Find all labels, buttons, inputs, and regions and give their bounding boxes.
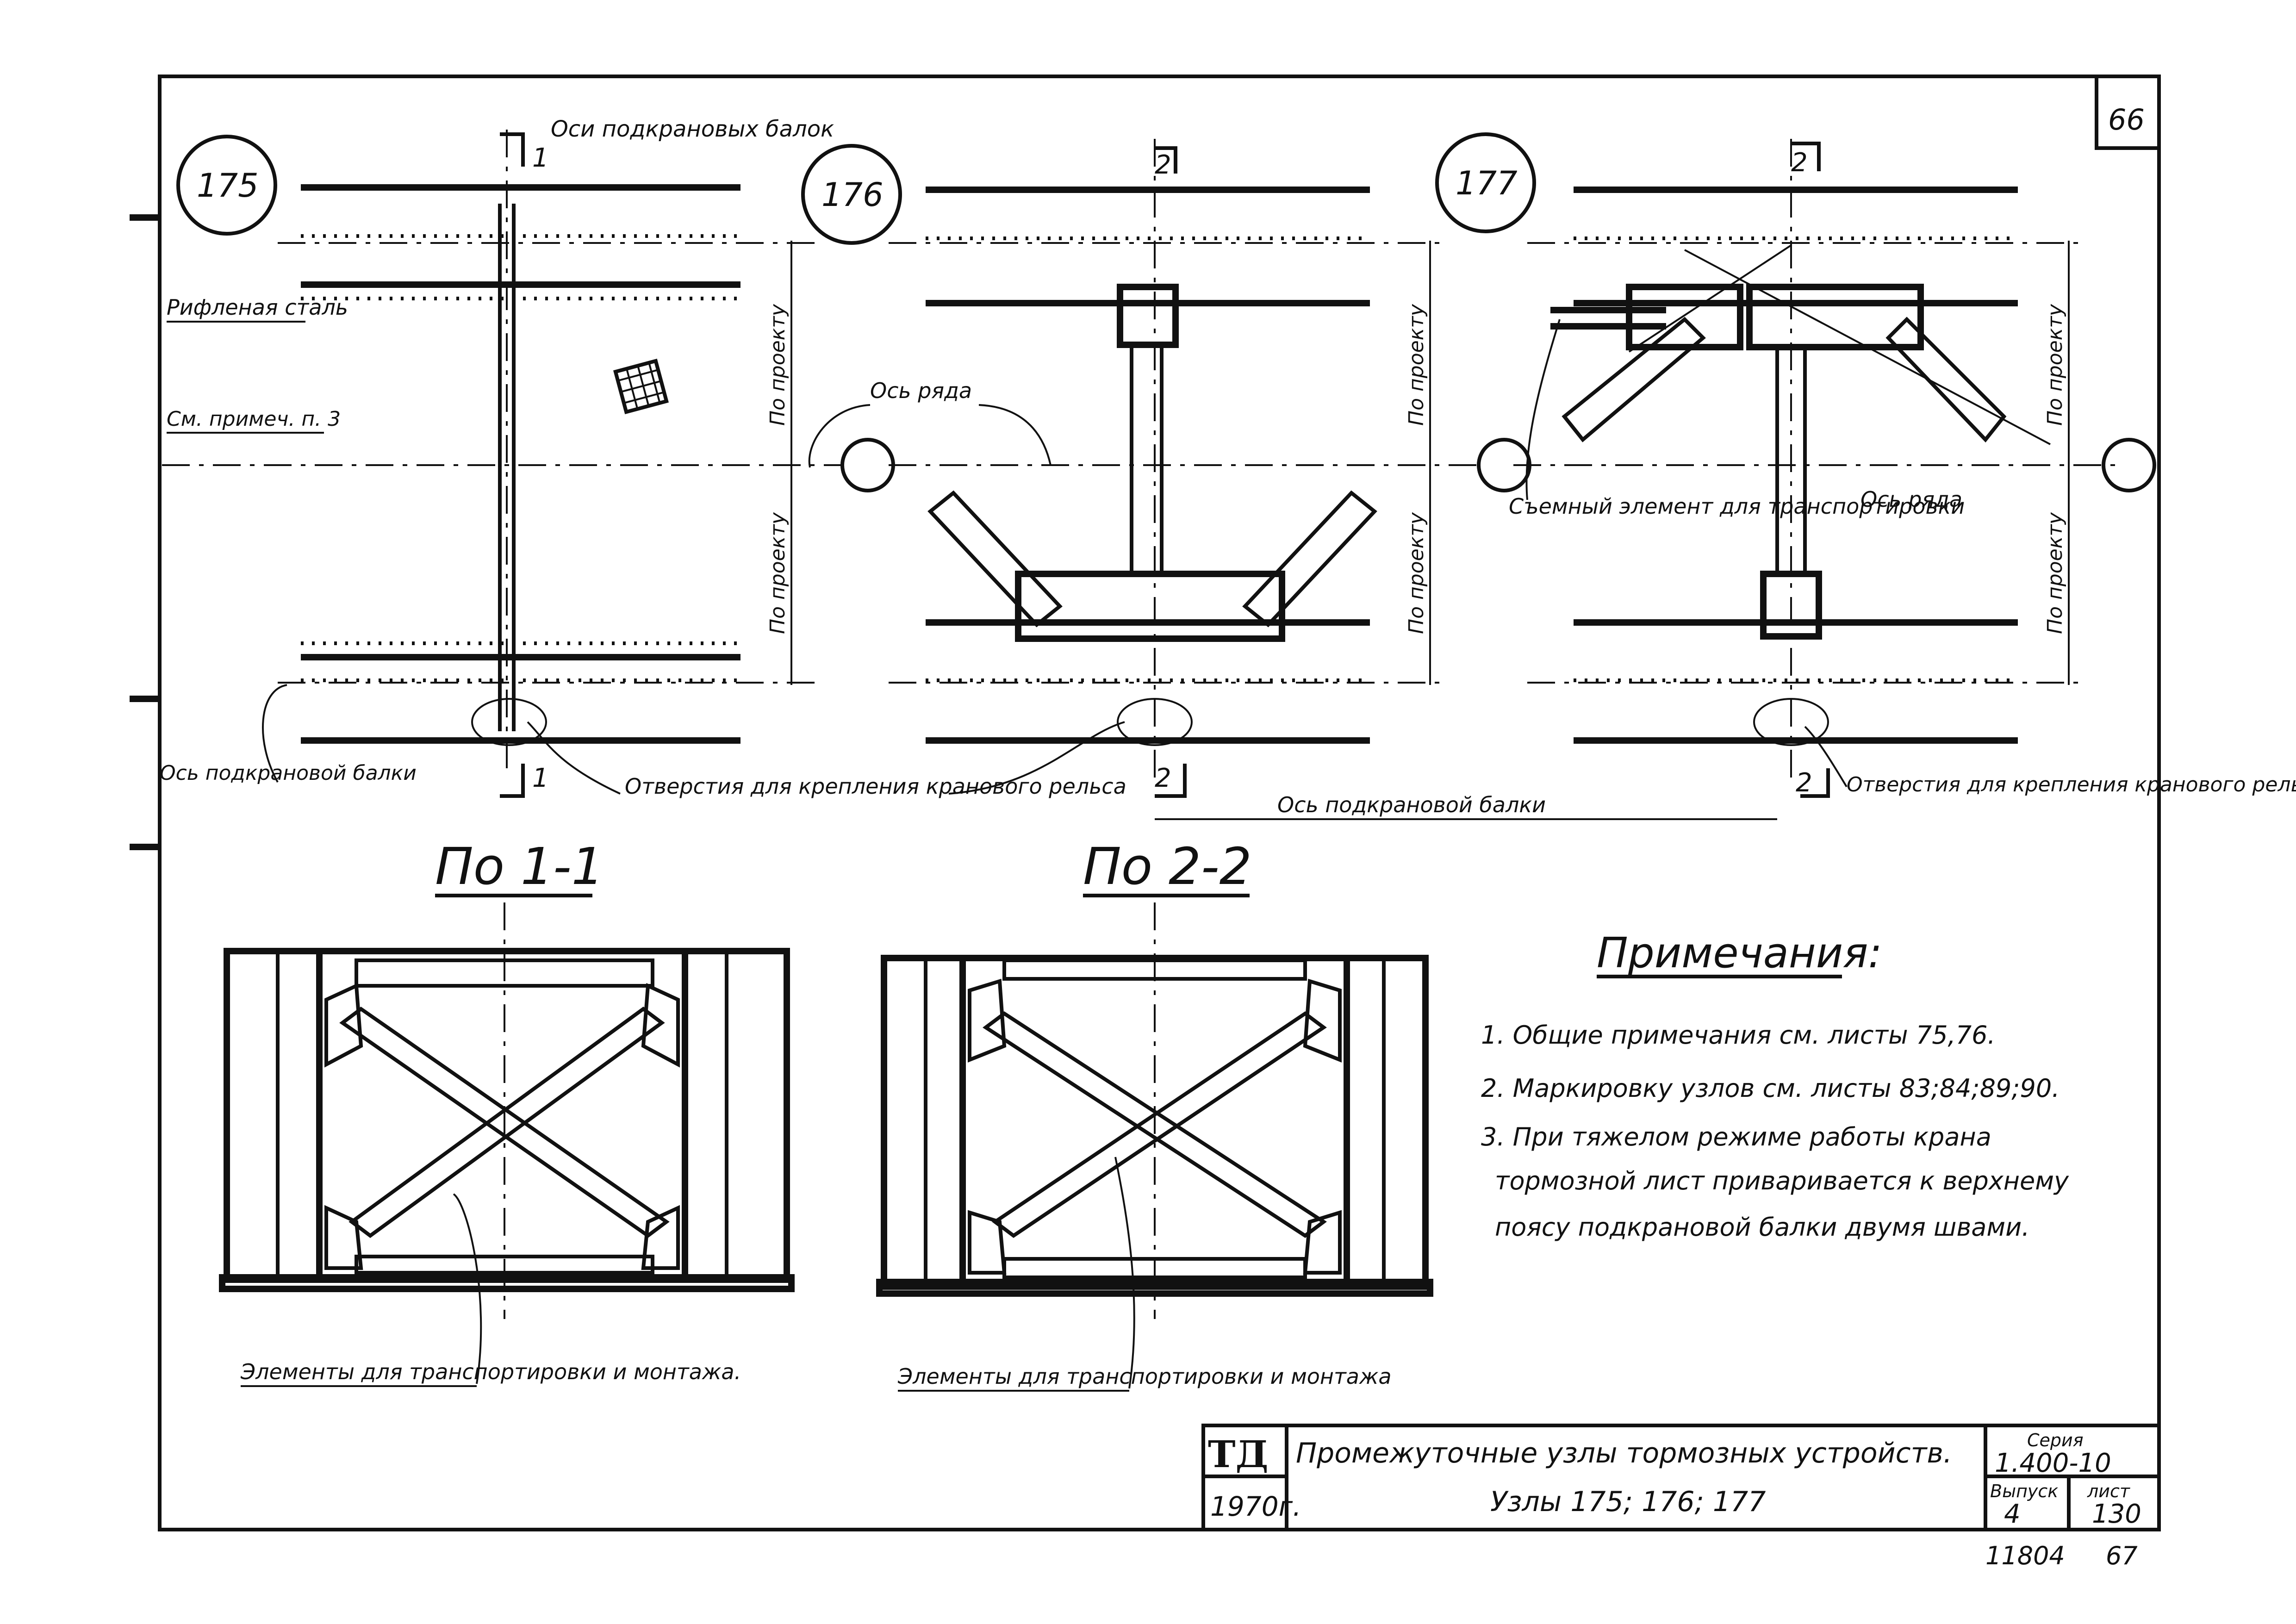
section-mark-2-177-top: 2 (1791, 148, 1808, 178)
label-elements-transport-left: Элементы для транспортировки и монтажа. (240, 1359, 741, 1384)
label-holes-rail-center: Отверстия для крепления кранового рельса (625, 774, 1126, 799)
notes-block: Примечания: 1. Общие примечания см. лист… (1481, 929, 2069, 1242)
node-177-label: 177 (1456, 164, 1518, 202)
footer-right: 67 (2106, 1541, 2138, 1570)
label-crane-beam-axes: Оси подкрановых балок (551, 116, 834, 142)
sheet-label: лист (2087, 1481, 2131, 1501)
title-line-2: Узлы 175; 176; 177 (1490, 1486, 1766, 1518)
series-value: 1.400-10 (1995, 1448, 2111, 1478)
node-176-label: 176 (821, 176, 884, 214)
note-3-line3: поясу подкрановой балки двумя швами. (1495, 1213, 2029, 1242)
title-block: ТД 1970г. Промежуточные узлы тормозных у… (1201, 1424, 2161, 1570)
label-crane-beam-axis-left: Ось подкрановой балки (160, 761, 417, 785)
label-row-axis-176: Ось ряда (870, 378, 972, 403)
sheet-value: 130 (2092, 1499, 2141, 1529)
section-mark-2-176-bottom: 2 (1155, 763, 1171, 793)
section-mark-1-bottom: 1 (532, 763, 549, 793)
row-axis-marker-177-right (2102, 438, 2156, 492)
title-logo: ТД (1208, 1432, 1269, 1476)
dim-per-design-176-top: По проекту (1405, 304, 1428, 426)
node-175-circle (176, 135, 277, 236)
dim-per-design-176-bottom: По проекту (1405, 512, 1428, 634)
section-1-1-view: По 1-1 Элементы для транспортировки и мо… (219, 837, 795, 1387)
node-175-label: 175 (197, 167, 259, 205)
title-line-1: Промежуточные узлы тормозных устройств. (1296, 1437, 1952, 1469)
note-2: 2. Маркировку узлов см. листы 83;84;89;9… (1481, 1074, 2060, 1103)
notes-title: Примечания: (1597, 929, 1882, 977)
margin-marks (130, 214, 160, 850)
section-2-2-title: По 2-2 (1083, 837, 1252, 896)
label-removable-element: Съемный элемент для транспортировки (1509, 494, 1965, 519)
label-elements-transport-right: Элементы для транспортировки и монтажа (897, 1364, 1392, 1389)
row-axis-marker-175 (840, 438, 895, 492)
sheet-number-box (2095, 75, 2161, 150)
note-3-line1: 3. При тяжелом режиме работы крана (1481, 1122, 1991, 1151)
label-see-note: См. примеч. п. 3 (167, 407, 341, 431)
section-1-1-title: По 1-1 (435, 837, 604, 896)
issue-label: Выпуск (1990, 1481, 2058, 1501)
footer-left: 11804 (1985, 1541, 2065, 1570)
section-2-2-view: По 2-2 Элементы для транспортировки и мо… (876, 837, 1433, 1392)
label-crane-beam-axis-bottom: Ось подкрановой балки (1277, 792, 1546, 817)
node-176-plan: 176 По проекту По проекту 2 2 Ось ряда О… (527, 139, 1777, 820)
section-mark-2-176-top: 2 (1155, 150, 1171, 180)
section-mark-2-177-bottom: 2 (1796, 768, 1812, 798)
label-corrugated-steel: Рифленая сталь (167, 295, 348, 320)
dim-per-design-177-bottom: По проекту (2043, 512, 2067, 634)
dim-per-design-175-bottom: По проекту (766, 512, 790, 634)
node-176-circle (801, 144, 902, 245)
node-177-plan: 177 По проекту По проекту 2 2 (1435, 132, 2296, 798)
title-year: 1970г. (1210, 1491, 1301, 1522)
row-axis-marker-177-left (1477, 438, 1531, 492)
series-label: Серия (2027, 1430, 2084, 1450)
section-mark-1-top: 1 (532, 143, 549, 173)
issue-value: 4 (2004, 1499, 2021, 1529)
dim-per-design-175-top: По проекту (766, 304, 790, 426)
node-177-circle (1435, 132, 1536, 233)
note-1: 1. Общие примечания см. листы 75,76. (1481, 1020, 1996, 1050)
dim-per-design-177-top: По проекту (2043, 304, 2067, 426)
label-row-axis-177: Ось ряда (1860, 487, 1962, 512)
sheet-number: 66 (2108, 103, 2145, 137)
node-175-plan: 175 По проекту По проекту 1 1 (160, 116, 895, 798)
note-3-line2: тормозной лист приваривается к верхнему (1495, 1166, 2069, 1195)
label-holes-rail-right: Отверстия для крепления кранового рельса (1847, 773, 2296, 796)
sheet-frame (158, 75, 2161, 1531)
